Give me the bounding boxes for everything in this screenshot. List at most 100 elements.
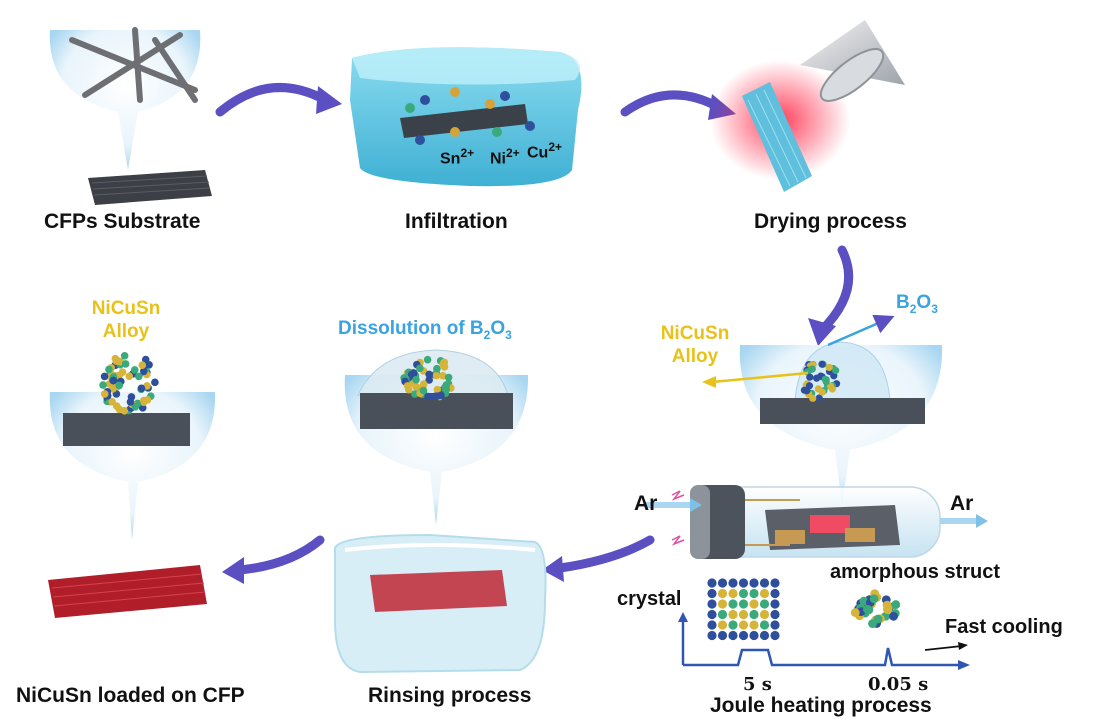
label-joule-heating: Joule heating process bbox=[710, 694, 932, 717]
atom bbox=[770, 630, 780, 641]
atom bbox=[130, 366, 139, 374]
drying-figure bbox=[710, 20, 905, 192]
atom bbox=[818, 388, 826, 396]
atom bbox=[137, 384, 146, 393]
atom bbox=[108, 398, 116, 406]
label-amorphous: amorphous struct bbox=[830, 561, 1001, 583]
label-b2o3: B2O3 bbox=[896, 292, 938, 316]
atom bbox=[809, 394, 817, 402]
atom bbox=[138, 404, 147, 412]
flow-arrow bbox=[235, 535, 325, 575]
atom bbox=[425, 376, 433, 384]
atom bbox=[403, 382, 412, 390]
atom bbox=[707, 609, 717, 620]
crystal-lattice bbox=[707, 578, 780, 641]
flow-arrow bbox=[620, 90, 725, 117]
atom bbox=[707, 599, 717, 609]
atom bbox=[412, 375, 420, 384]
atom bbox=[738, 620, 749, 630]
amorphous-cluster bbox=[850, 589, 901, 629]
atom bbox=[140, 367, 148, 376]
atom bbox=[759, 588, 770, 599]
atom bbox=[759, 578, 770, 588]
label-sn-ion: Sn2+ bbox=[440, 146, 475, 168]
atom bbox=[815, 394, 823, 402]
label-time-5s: 5 s bbox=[743, 674, 772, 695]
atom bbox=[437, 391, 445, 400]
atom bbox=[738, 609, 749, 620]
loaded-cfp-figure bbox=[48, 565, 207, 618]
atom bbox=[431, 392, 439, 401]
atom bbox=[441, 383, 449, 392]
atom bbox=[889, 611, 898, 621]
atom bbox=[717, 588, 728, 599]
atom bbox=[728, 588, 738, 599]
atom bbox=[115, 405, 124, 414]
atom bbox=[707, 578, 717, 588]
label-infiltration: Infiltration bbox=[405, 210, 508, 233]
atom bbox=[126, 398, 135, 406]
atom bbox=[419, 386, 428, 395]
atom bbox=[100, 390, 109, 398]
atom bbox=[749, 620, 759, 630]
atom bbox=[873, 614, 883, 624]
label-nicusn-loaded: NiCuSn loaded on CFP bbox=[16, 684, 245, 707]
joule-bulb-figure bbox=[702, 314, 943, 505]
atom bbox=[862, 604, 872, 614]
atom bbox=[749, 588, 759, 599]
atom bbox=[770, 609, 780, 620]
atom bbox=[749, 578, 759, 588]
atom bbox=[770, 599, 780, 609]
atom bbox=[707, 620, 717, 630]
atom bbox=[707, 588, 717, 599]
atom bbox=[728, 630, 738, 641]
flow-arrow bbox=[817, 245, 854, 335]
atom bbox=[432, 371, 441, 380]
atom bbox=[770, 620, 780, 630]
atom bbox=[416, 364, 424, 373]
atom bbox=[105, 365, 113, 374]
label-time-005s: 0.05 s bbox=[868, 674, 929, 695]
atom bbox=[99, 381, 107, 389]
infiltration-figure bbox=[350, 47, 582, 187]
atom bbox=[138, 361, 147, 370]
cfp-substrate-figure bbox=[49, 27, 212, 205]
atom bbox=[120, 351, 129, 360]
atom bbox=[749, 599, 759, 609]
atom bbox=[439, 360, 447, 369]
flow-arrow bbox=[555, 535, 655, 573]
atom bbox=[759, 630, 770, 641]
atom bbox=[770, 588, 780, 599]
atom bbox=[728, 599, 738, 609]
atom bbox=[433, 364, 441, 373]
atom bbox=[738, 588, 749, 599]
atom bbox=[728, 578, 738, 588]
rinsing-figure bbox=[334, 533, 547, 674]
atom bbox=[825, 363, 833, 372]
atom bbox=[717, 599, 728, 609]
label-ar-out: Ar bbox=[950, 492, 974, 515]
atom bbox=[439, 371, 447, 380]
atom bbox=[805, 382, 814, 390]
atom bbox=[100, 372, 109, 381]
alloy-bulb-figure bbox=[49, 392, 216, 540]
atom bbox=[749, 630, 759, 641]
atom bbox=[759, 620, 770, 630]
atom bbox=[891, 600, 901, 609]
atom bbox=[143, 396, 152, 404]
label-crystal: crystal bbox=[617, 588, 682, 610]
label-cu-ion: Cu2+ bbox=[527, 140, 563, 162]
atom bbox=[869, 594, 879, 604]
atom bbox=[115, 371, 123, 380]
atom bbox=[425, 370, 433, 379]
atom bbox=[818, 360, 826, 368]
atom bbox=[749, 609, 759, 620]
atom bbox=[707, 630, 717, 641]
label-ni-ion: Ni2+ bbox=[490, 146, 520, 168]
atom bbox=[109, 384, 117, 393]
atom bbox=[423, 355, 432, 364]
atom bbox=[131, 402, 140, 411]
label-ar-in: Ar bbox=[634, 492, 658, 515]
